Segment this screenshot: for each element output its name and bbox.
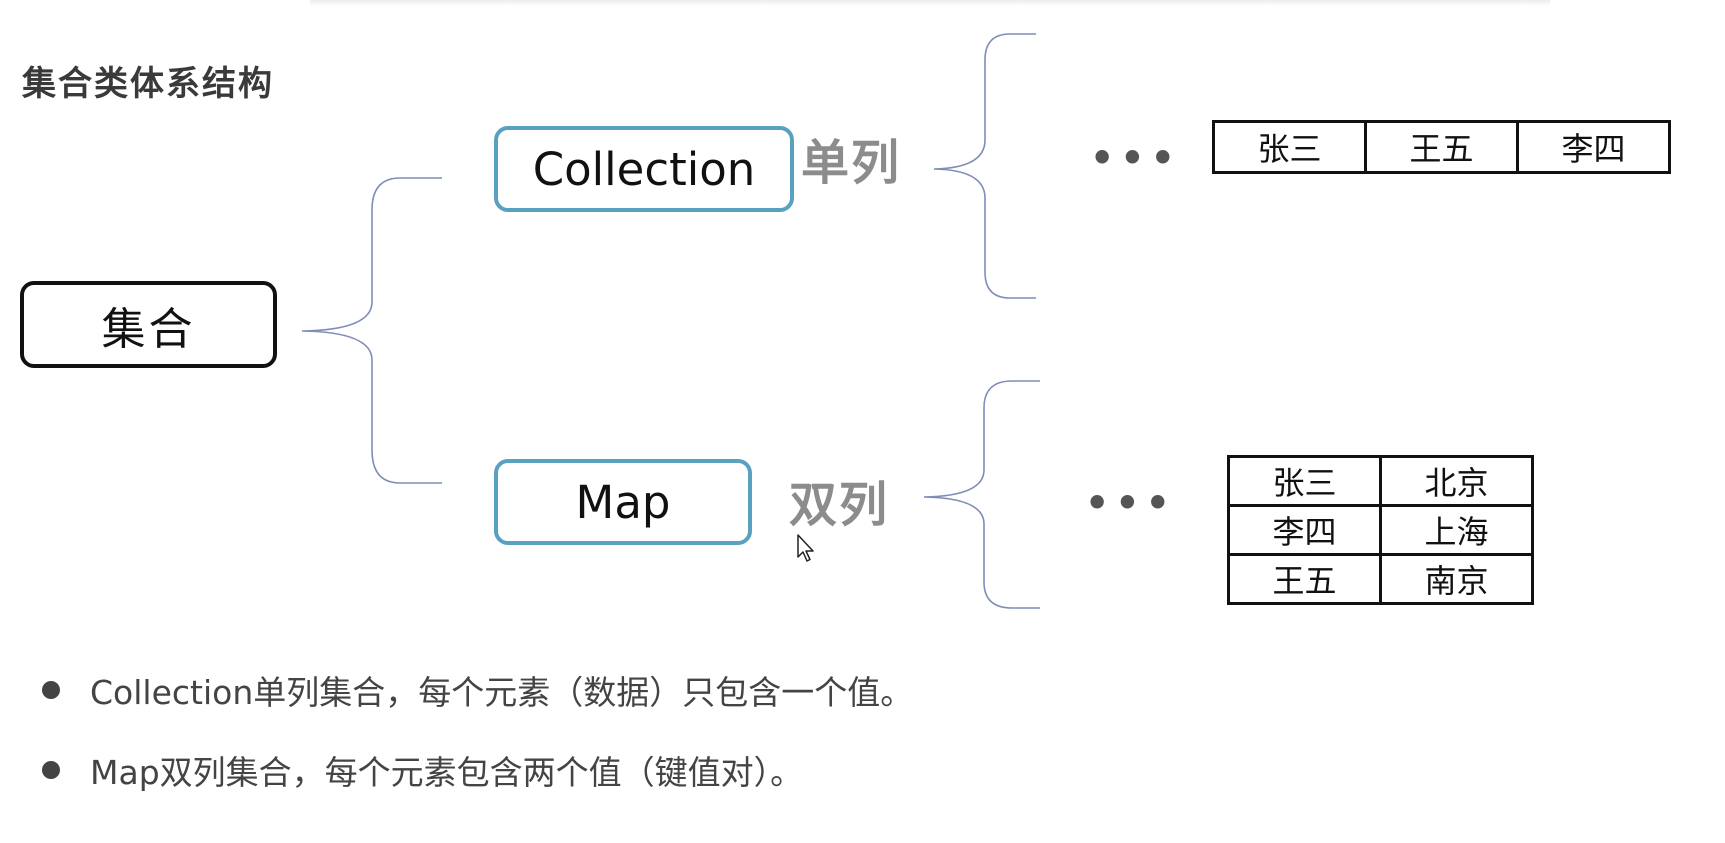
- key-value-table: 张三 北京 李四 上海 王五 南京: [1227, 455, 1534, 605]
- notes-list: Collection单列集合，每个元素（数据）只包含一个值。 Map双列集合，每…: [42, 650, 913, 810]
- table-row: 张三 王五 李四: [1212, 120, 1671, 174]
- value-cell: 南京: [1379, 553, 1534, 605]
- collection-brace: [933, 33, 1036, 299]
- note-text: Map双列集合，每个元素包含两个值（键值对）。: [90, 753, 804, 792]
- bullet-icon: [42, 761, 60, 779]
- value-cell: 上海: [1379, 504, 1534, 556]
- page-title: 集合类体系结构: [22, 64, 274, 104]
- map-brace: [923, 380, 1040, 609]
- note-item: Collection单列集合，每个元素（数据）只包含一个值。: [42, 650, 913, 730]
- map-node: Map: [494, 459, 752, 545]
- mouse-pointer-icon: [797, 534, 814, 562]
- table-row: 王五 南京: [1227, 553, 1534, 605]
- root-brace: [301, 177, 442, 484]
- single-column-table: 张三 王五 李四: [1212, 120, 1671, 174]
- key-cell: 张三: [1227, 455, 1382, 507]
- collection-node: Collection: [494, 126, 794, 212]
- map-ellipsis: •••: [1085, 481, 1176, 525]
- double-column-label: 双列: [789, 477, 890, 533]
- table-row: 李四 上海: [1227, 504, 1534, 556]
- collection-ellipsis: •••: [1090, 136, 1181, 180]
- table-cell: 王五: [1364, 120, 1519, 174]
- bullet-icon: [42, 681, 60, 699]
- value-cell: 北京: [1379, 455, 1534, 507]
- note-text: Collection单列集合，每个元素（数据）只包含一个值。: [90, 673, 914, 712]
- key-cell: 王五: [1227, 553, 1382, 605]
- note-item: Map双列集合，每个元素包含两个值（键值对）。: [42, 730, 913, 810]
- top-shadow-band: [310, 0, 1550, 6]
- table-row: 张三 北京: [1227, 455, 1534, 507]
- table-cell: 张三: [1212, 120, 1367, 174]
- root-collection-node: 集合: [20, 281, 277, 368]
- table-cell: 李四: [1516, 120, 1671, 174]
- key-cell: 李四: [1227, 504, 1382, 556]
- single-column-label: 单列: [801, 135, 902, 191]
